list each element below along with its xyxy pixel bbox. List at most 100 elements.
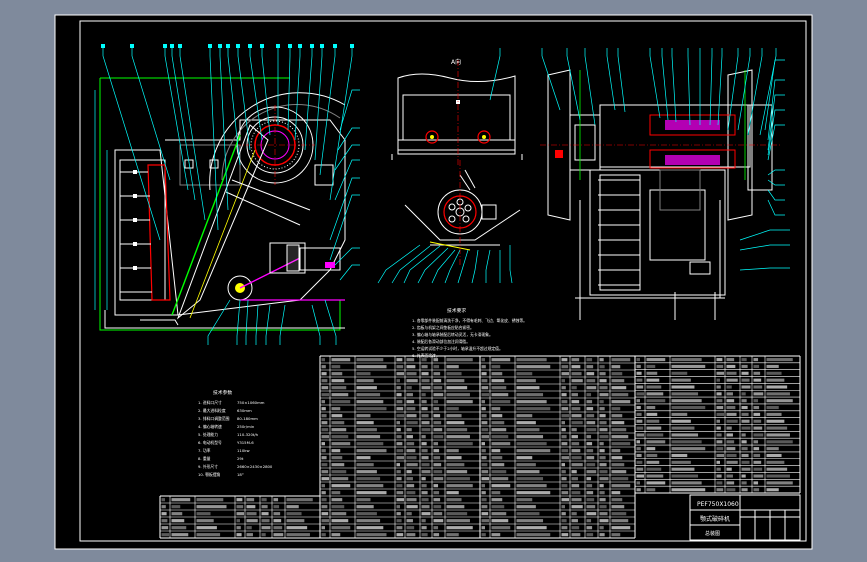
table-cell-text-mark <box>261 533 266 537</box>
drawing-name: 颚式破碎机 <box>700 515 730 523</box>
table-cell-text-mark <box>571 505 583 509</box>
spec-label: 8. 重量 <box>198 456 211 461</box>
table-cell-text-mark <box>716 481 723 485</box>
table-cell-text-mark <box>753 433 764 437</box>
table-cell-text-mark <box>491 365 501 369</box>
table-cell-text-mark <box>491 505 505 509</box>
table-cell-text-mark <box>446 449 459 453</box>
table-cell-text-mark <box>671 467 695 471</box>
table-cell-text-mark <box>331 498 343 502</box>
table-cell-text-mark <box>491 358 511 362</box>
table-cell-text-mark <box>741 460 750 464</box>
table-cell-text-mark <box>491 407 501 411</box>
table-cell-text-mark <box>516 414 533 418</box>
table-cell-text-mark <box>491 484 511 488</box>
table-cell-text-mark <box>561 365 569 369</box>
table-cell-text-mark <box>321 435 329 439</box>
table-cell-text-mark <box>321 421 328 425</box>
table-cell-text-mark <box>599 421 607 425</box>
table-cell-text-mark <box>671 371 688 375</box>
table-cell-text-mark <box>406 393 413 397</box>
table-cell-text-mark <box>406 512 412 516</box>
table-cell-text-mark <box>561 421 565 425</box>
table-cell-text-mark <box>599 407 605 411</box>
table-cell-text-mark <box>356 512 377 516</box>
table-cell-text-mark <box>236 519 240 523</box>
table-cell-text-mark <box>321 372 327 376</box>
table-cell-text-mark <box>726 426 732 430</box>
table-cell-text-mark <box>611 470 627 474</box>
table-cell-text-mark <box>396 421 400 425</box>
table-cell-text-mark <box>516 533 551 537</box>
table-cell-text-mark <box>321 505 328 509</box>
table-cell-text-mark <box>586 386 597 390</box>
table-cell-text-mark <box>516 526 547 530</box>
table-cell-text-mark <box>481 372 487 376</box>
table-cell-text-mark <box>446 491 459 495</box>
table-cell-text-mark <box>491 512 507 516</box>
table-cell-text-mark <box>726 453 737 458</box>
table-cell-text-mark <box>726 433 733 437</box>
table-cell-text-mark <box>246 526 252 530</box>
table-cell-text-mark <box>671 385 695 389</box>
table-cell-text-mark <box>196 498 224 502</box>
table-cell-text-mark <box>571 400 580 404</box>
table-cell-text-mark <box>516 484 547 488</box>
table-cell-text-mark <box>766 385 788 389</box>
table-cell-text-mark <box>611 519 629 523</box>
table-cell-text-mark <box>586 477 592 481</box>
spec-label: 7. 功率 <box>198 448 211 453</box>
table-cell-text-mark <box>356 533 387 537</box>
table-cell-text-mark <box>611 372 623 376</box>
table-cell-text-mark <box>321 456 327 460</box>
sheet-border-inner <box>79 20 807 542</box>
table-cell-text-mark <box>196 533 221 537</box>
table-cell-text-mark <box>726 392 733 396</box>
table-cell-text-mark <box>561 393 567 397</box>
table-cell-text-mark <box>516 435 544 439</box>
table-cell-text-mark <box>421 435 426 439</box>
table-cell-text-mark <box>246 519 258 523</box>
table-cell-text-mark <box>726 412 737 416</box>
table-cell-text-mark <box>406 435 413 439</box>
table-cell-text-mark <box>406 428 412 432</box>
table-cell-text-mark <box>726 467 732 471</box>
table-cell-text-mark <box>433 393 444 397</box>
table-cell-text-mark <box>611 526 631 530</box>
table-cell-text-mark <box>599 365 605 369</box>
table-cell-text-mark <box>671 412 688 416</box>
table-cell-text-mark <box>611 456 623 460</box>
table-cell-text-mark <box>741 412 749 416</box>
table-cell-text-mark <box>421 505 430 509</box>
table-cell-text-mark <box>421 407 428 411</box>
table-cell-text-mark <box>356 407 387 411</box>
table-cell-text-mark <box>726 447 736 451</box>
front-view <box>94 44 360 345</box>
table-cell-text-mark <box>161 519 168 523</box>
table-cell-text-mark <box>671 364 706 368</box>
table-cell-text-mark <box>446 470 468 474</box>
table-cell-text-mark <box>433 435 444 439</box>
table-cell-text-mark <box>273 533 284 537</box>
table-cell-text-mark <box>586 428 597 432</box>
table-cell-text-mark <box>273 526 283 530</box>
table-cell-text-mark <box>396 393 402 397</box>
table-cell-text-mark <box>331 421 345 425</box>
table-cell-text-mark <box>433 428 443 432</box>
table-cell-text-mark <box>331 533 341 537</box>
table-cell-text-mark <box>646 385 662 389</box>
table-cell-text-mark <box>611 512 627 516</box>
table-cell-text-mark <box>516 358 547 362</box>
table-cell-text-mark <box>356 463 374 467</box>
table-cell-text-mark <box>753 447 760 451</box>
table-cell-text-mark <box>446 421 465 425</box>
table-cell-text-mark <box>446 526 473 530</box>
table-cell-text-mark <box>726 364 736 368</box>
table-cell-text-mark <box>396 372 404 376</box>
table-cell-text-mark <box>726 474 733 478</box>
table-cell-text-mark <box>356 519 381 523</box>
spec-label: 10. 颚板摆角 <box>198 472 221 477</box>
table-cell-text-mark <box>433 470 443 474</box>
table-cell-text-mark <box>586 449 594 453</box>
table-cell-text-mark <box>356 442 384 446</box>
